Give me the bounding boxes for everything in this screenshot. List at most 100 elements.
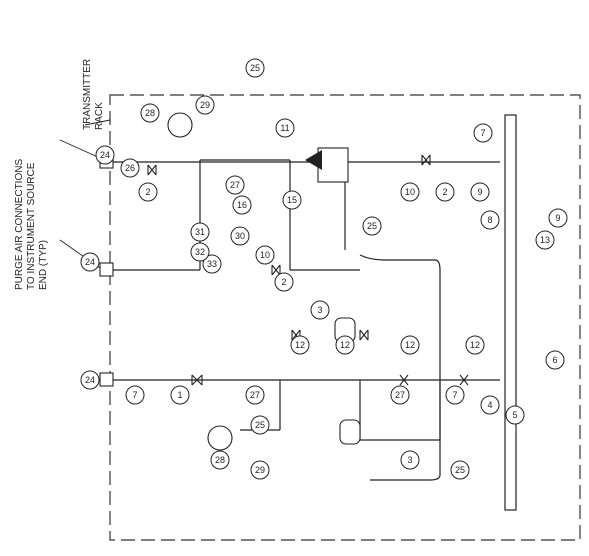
components (99, 112, 361, 451)
leader-lines (59, 119, 111, 269)
svg-text:2: 2 (442, 187, 447, 197)
callout-15: 15 (282, 190, 302, 210)
svg-text:4: 4 (487, 400, 492, 410)
svg-text:3: 3 (317, 305, 322, 315)
cone-11 (305, 150, 322, 170)
svg-text:26: 26 (125, 163, 135, 173)
callout-11: 11 (275, 118, 295, 138)
callout-8: 8 (480, 210, 500, 230)
callout-bubbles: 24 7 1 27 27 7 4 5 6 28 29 25 12 12 12 1… (80, 58, 568, 480)
callout-12: 12 (400, 335, 420, 355)
svg-text:24: 24 (100, 150, 110, 160)
svg-text:10: 10 (260, 250, 270, 260)
callout-12: 12 (290, 335, 310, 355)
rack-note: TRANSMITTER RACK (82, 59, 105, 130)
svg-text:12: 12 (405, 340, 415, 350)
callout-28: 28 (140, 103, 160, 123)
svg-text:1: 1 (177, 390, 182, 400)
svg-text:5: 5 (512, 410, 517, 420)
callout-16: 16 (232, 195, 252, 215)
valve-12c (399, 374, 409, 386)
purge-note-line-3: END (TYP) (38, 240, 49, 290)
callout-28: 28 (210, 450, 230, 470)
callout-33: 33 (202, 254, 222, 274)
callout-25: 25 (245, 58, 265, 78)
svg-text:25: 25 (367, 221, 377, 231)
piping-lines (110, 159, 500, 481)
callout-9: 9 (548, 208, 568, 228)
callout-9: 9 (470, 182, 490, 202)
rack-note-line-1: TRANSMITTER (82, 59, 93, 130)
purge-24b (99, 262, 114, 277)
svg-text:31: 31 (195, 227, 205, 237)
callout-29: 29 (195, 95, 215, 115)
svg-text:25: 25 (455, 465, 465, 475)
callout-24: 24 (80, 370, 100, 390)
valve-10a (271, 264, 281, 276)
callout-10: 10 (255, 245, 275, 265)
header-beam (504, 114, 517, 511)
purge-24a (99, 372, 114, 387)
svg-text:27: 27 (230, 180, 240, 190)
callout-26: 26 (120, 158, 140, 178)
callout-12: 12 (335, 335, 355, 355)
callout-7: 7 (473, 123, 493, 143)
svg-text:12: 12 (340, 340, 350, 350)
svg-text:28: 28 (215, 455, 225, 465)
manifold-3b (339, 419, 361, 445)
callout-24: 24 (80, 252, 100, 272)
svg-text:2: 2 (145, 187, 150, 197)
svg-text:24: 24 (85, 257, 95, 267)
valve-26 (147, 164, 157, 176)
svg-text:29: 29 (255, 465, 265, 475)
callout-2: 2 (138, 182, 158, 202)
valve-12a (291, 329, 301, 341)
valve-10b (421, 154, 431, 166)
callout-6: 6 (545, 350, 565, 370)
svg-text:24: 24 (85, 375, 95, 385)
callout-25: 25 (250, 415, 270, 435)
callout-1: 1 (170, 385, 190, 405)
callout-30: 30 (230, 226, 250, 246)
svg-text:11: 11 (280, 123, 289, 133)
callout-3: 3 (310, 300, 330, 320)
svg-text:15: 15 (287, 195, 297, 205)
svg-text:27: 27 (395, 390, 405, 400)
svg-text:3: 3 (407, 455, 412, 465)
svg-text:28: 28 (145, 108, 155, 118)
callout-7: 7 (125, 385, 145, 405)
svg-text:9: 9 (555, 213, 560, 223)
callout-24: 24 (95, 145, 115, 165)
callout-13: 13 (535, 230, 555, 250)
callout-7: 7 (445, 385, 465, 405)
svg-text:13: 13 (540, 235, 550, 245)
callout-31: 31 (190, 222, 210, 242)
svg-text:33: 33 (207, 259, 217, 269)
svg-text:29: 29 (200, 100, 210, 110)
gauge-28b (167, 112, 193, 138)
svg-text:7: 7 (452, 390, 457, 400)
callout-4: 4 (480, 395, 500, 415)
svg-text:12: 12 (470, 340, 480, 350)
callout-12: 12 (465, 335, 485, 355)
callout-3: 3 (400, 450, 420, 470)
callout-2: 2 (274, 272, 294, 292)
callout-27: 27 (390, 385, 410, 405)
callout-27: 27 (245, 385, 265, 405)
purge-note-line-2: TO INSTRUMENT SOURCE (26, 162, 37, 290)
gauge-28a (207, 425, 233, 451)
svg-text:30: 30 (235, 231, 245, 241)
callout-27: 27 (225, 175, 245, 195)
rack-note-line-2: RACK (94, 102, 105, 130)
svg-text:12: 12 (295, 340, 305, 350)
transmitter-15 (317, 147, 349, 183)
svg-text:8: 8 (487, 215, 492, 225)
callout-5: 5 (505, 405, 525, 425)
callout-10: 10 (400, 182, 420, 202)
svg-text:2: 2 (281, 277, 286, 287)
svg-text:10: 10 (405, 187, 415, 197)
svg-text:6: 6 (552, 355, 557, 365)
valve-12d (459, 374, 469, 386)
